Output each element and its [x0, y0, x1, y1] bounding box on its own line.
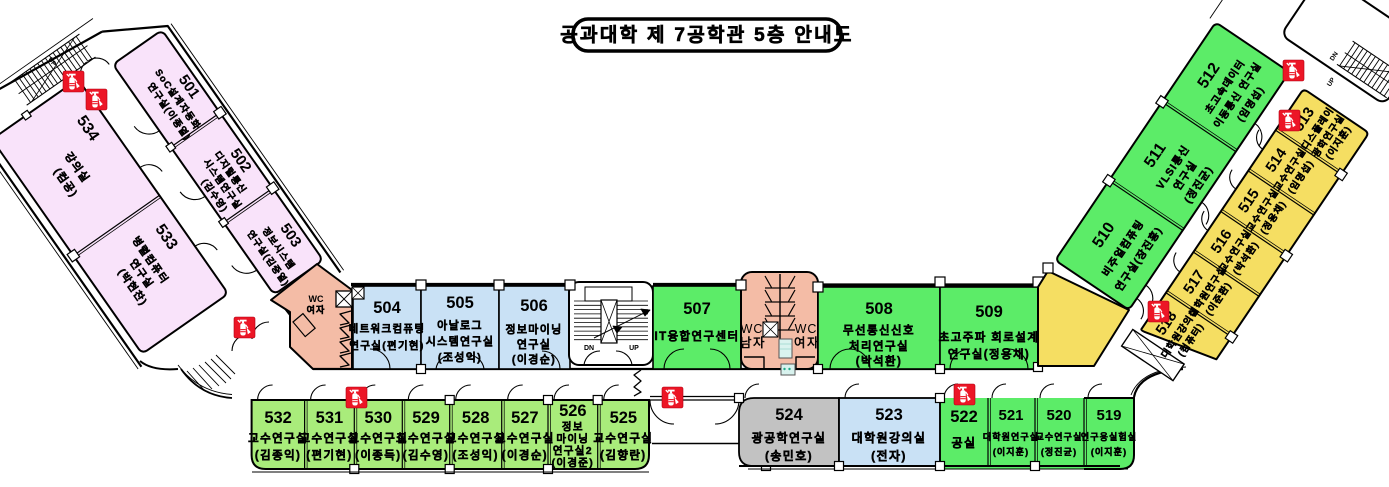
- svg-text:DN: DN: [1329, 50, 1340, 62]
- svg-text:교수연구실: 교수연구실: [593, 431, 653, 445]
- svg-text:(조성익): (조성익): [452, 448, 498, 462]
- svg-text:531: 531: [316, 409, 344, 427]
- svg-text:공과대학 제 7공학관 5층 안내도: 공과대학 제 7공학관 5층 안내도: [560, 24, 853, 46]
- svg-text:(김종익): (김종익): [255, 449, 301, 462]
- svg-text:519: 519: [1096, 407, 1121, 424]
- svg-text:(박석환): (박석환): [856, 354, 902, 368]
- svg-text:520: 520: [1046, 407, 1071, 424]
- svg-text:공실: 공실: [952, 435, 977, 450]
- svg-text:504: 504: [373, 299, 401, 317]
- svg-text:(송민호): (송민호): [765, 448, 813, 463]
- svg-text:연구실(정용채): 연구실(정용채): [948, 347, 1030, 361]
- svg-text:교수연구실: 교수연구실: [396, 431, 456, 445]
- svg-text:525: 525: [610, 409, 638, 427]
- svg-text:527: 527: [511, 409, 539, 427]
- svg-text:교수연구실: 교수연구실: [348, 431, 408, 445]
- svg-text:UP: UP: [1326, 76, 1337, 88]
- svg-text:연구용실험실: 연구용실험실: [1081, 431, 1137, 442]
- svg-text:(정진균): (정진균): [1041, 446, 1077, 457]
- svg-text:(이경준): (이경준): [552, 456, 594, 469]
- svg-text:아날로그: 아날로그: [437, 318, 483, 332]
- svg-text:교수연구실: 교수연구실: [1036, 431, 1083, 442]
- svg-text:(편기현): (편기현): [306, 448, 352, 462]
- svg-text:(이지훈): (이지훈): [993, 446, 1029, 457]
- svg-text:507: 507: [683, 300, 711, 318]
- svg-text:(이경순): (이경순): [512, 352, 556, 366]
- svg-text:처리연구실: 처리연구실: [849, 339, 909, 353]
- svg-text:정보마이닝: 정보마이닝: [505, 322, 562, 336]
- svg-text:교수연구실: 교수연구실: [299, 431, 359, 445]
- svg-text:무선통신신호: 무선통신신호: [843, 323, 915, 337]
- svg-text:506: 506: [520, 297, 548, 315]
- svg-text:508: 508: [865, 300, 893, 318]
- svg-text:(조성익): (조성익): [438, 350, 482, 364]
- svg-text:여자: 여자: [307, 304, 326, 315]
- svg-text:523: 523: [875, 406, 903, 424]
- svg-text:(김수영): (김수영): [403, 449, 449, 462]
- svg-text:대학원강의실: 대학원강의실: [852, 430, 927, 445]
- svg-text:526: 526: [559, 402, 587, 420]
- svg-text:(전자): (전자): [871, 448, 907, 463]
- svg-text:WC: WC: [741, 322, 764, 336]
- svg-text:505: 505: [446, 294, 474, 312]
- svg-text:UP: UP: [46, 56, 57, 68]
- svg-text:여자: 여자: [794, 336, 820, 350]
- svg-text:교수연구실: 교수연구실: [446, 431, 506, 445]
- svg-text:마이닝: 마이닝: [556, 432, 589, 445]
- svg-text:532: 532: [264, 409, 292, 427]
- svg-text:남자: 남자: [740, 336, 766, 350]
- svg-text:연구실(편기현): 연구실(편기현): [349, 339, 424, 352]
- svg-text:530: 530: [365, 409, 393, 427]
- svg-text:(이지훈): (이지훈): [1091, 446, 1127, 457]
- svg-text:528: 528: [462, 409, 490, 427]
- svg-text:정보: 정보: [562, 420, 584, 433]
- svg-text:연구실2: 연구실2: [553, 444, 593, 457]
- svg-text:교수연구실: 교수연구실: [248, 431, 308, 445]
- svg-text:UP: UP: [629, 345, 639, 352]
- svg-text:DN: DN: [584, 345, 594, 352]
- svg-text:교수연구실: 교수연구실: [495, 431, 555, 445]
- svg-text:시스템연구실: 시스템연구실: [426, 334, 495, 348]
- svg-text:521: 521: [998, 407, 1023, 424]
- svg-text:네트워크컴퓨팅: 네트워크컴퓨팅: [349, 322, 426, 335]
- svg-text:529: 529: [412, 409, 440, 427]
- svg-text:(이종득): (이종득): [355, 448, 401, 462]
- svg-text:대학원연구실: 대학원연구실: [983, 431, 1039, 442]
- svg-text:IT융합연구센터: IT융합연구센터: [655, 329, 740, 343]
- svg-text:522: 522: [950, 408, 978, 426]
- svg-text:초고주파 회로설계: 초고주파 회로설계: [939, 330, 1039, 344]
- svg-text:광공학연구실: 광공학연구실: [752, 430, 827, 445]
- svg-text:WC: WC: [309, 294, 324, 304]
- svg-text:(김향란): (김향란): [600, 448, 646, 462]
- svg-text:509: 509: [975, 303, 1003, 321]
- svg-text:(이경순): (이경순): [502, 448, 548, 462]
- svg-text:WC: WC: [795, 322, 818, 336]
- svg-text:524: 524: [775, 406, 803, 424]
- svg-text:연구실: 연구실: [517, 337, 551, 351]
